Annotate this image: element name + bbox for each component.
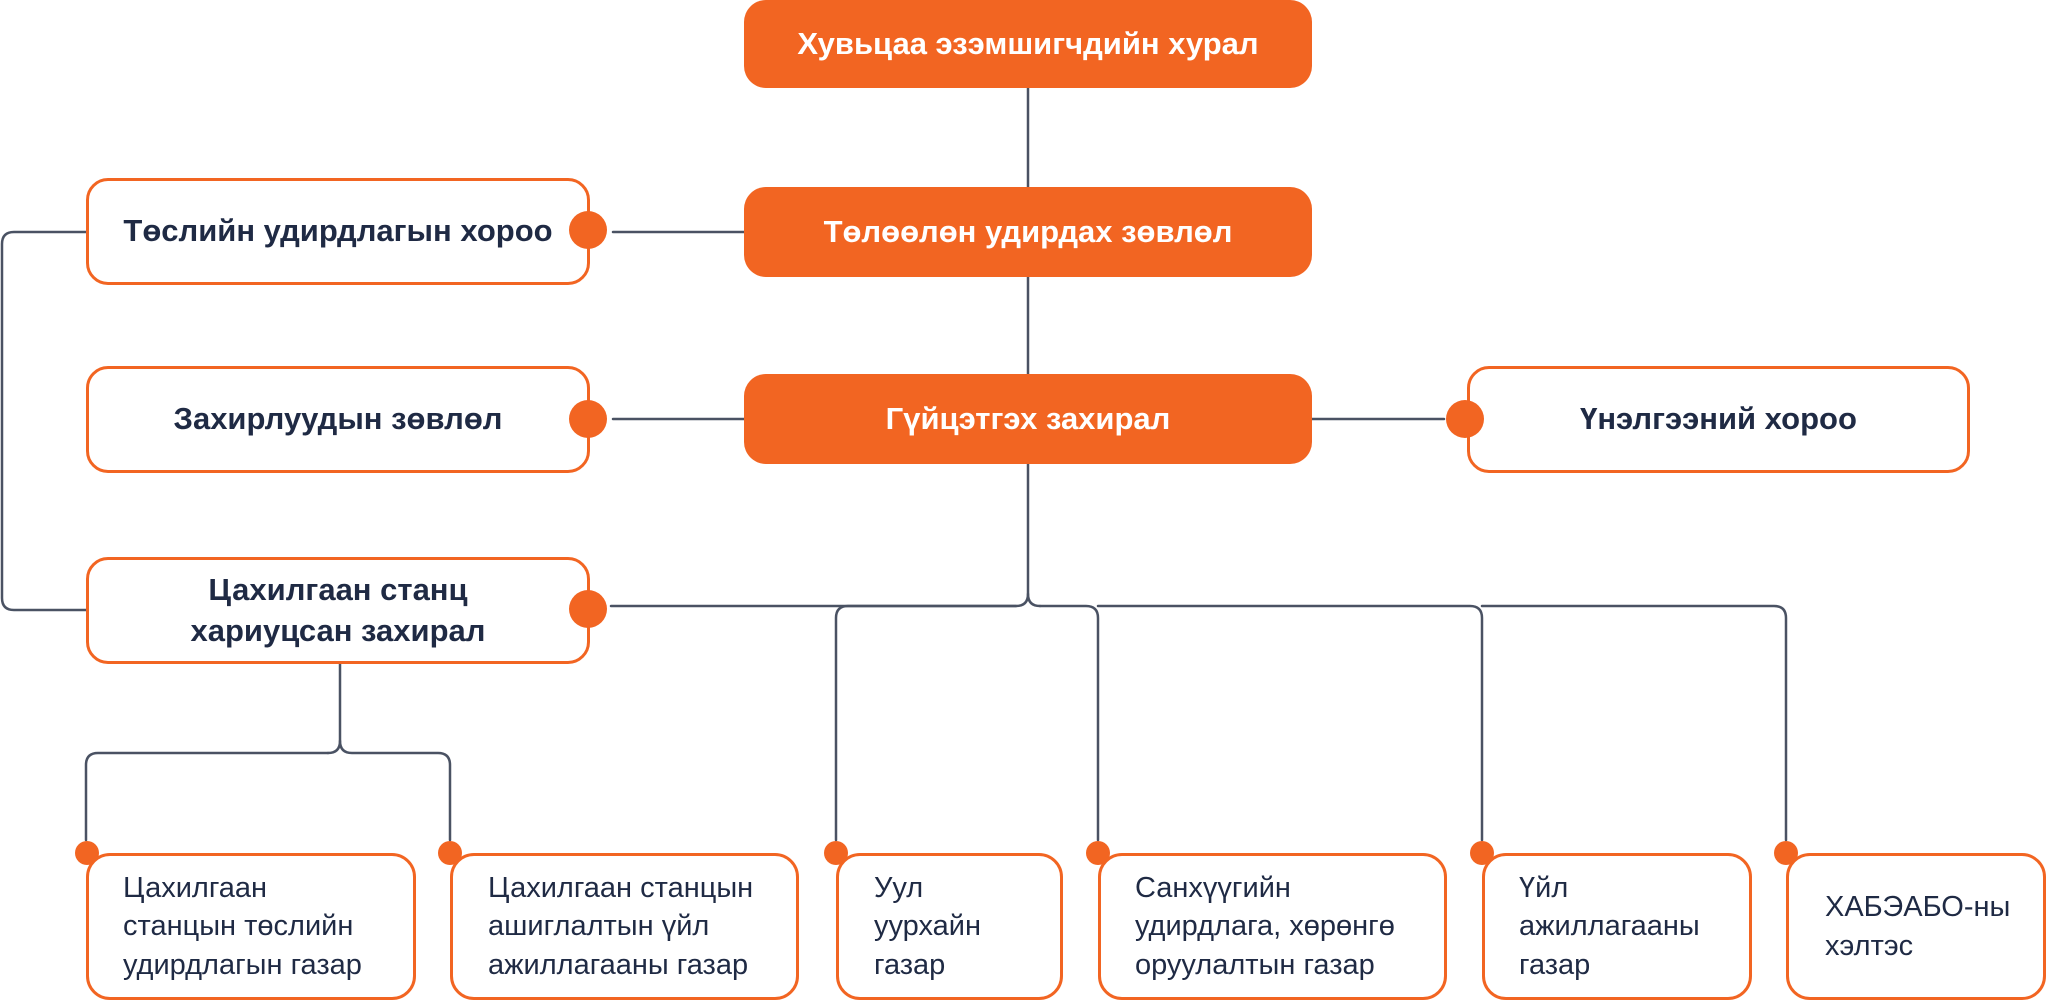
project-committee-label: Төслийн удирдлагын хороо	[123, 213, 553, 249]
plant-director-line-1: Цахилгаан станц	[208, 572, 468, 608]
hse-unit-label: ХАБЭАБО-ны хэлтэс	[1825, 888, 2010, 965]
finance-dept-line-2: удирдлага, хөрөнгө	[1135, 910, 1395, 943]
plant-project-dept-connector-dot	[75, 841, 99, 865]
hse-unit-line-2: хэлтэс	[1825, 929, 1914, 962]
plant-project-dept-line-3: удирдлагын газар	[123, 948, 362, 981]
mining-dept-line-3: газар	[874, 948, 946, 981]
mining-dept-connector-dot	[824, 841, 848, 865]
connector-ceo-plant-director	[609, 592, 1030, 608]
mining-dept-line-1: Уул	[874, 872, 924, 905]
evaluation-committee-connector-dot	[1446, 400, 1484, 438]
operations-dept-label: Үйл ажиллагааны газар	[1519, 869, 1700, 984]
plant-operations-dept-label: Цахилгаан станцын ашиглалтын үйл ажиллаг…	[488, 869, 753, 984]
project-committee-node: Төслийн удирдлагын хороо	[86, 178, 590, 285]
ceo-node: Гүйцэтгэх захирал	[744, 374, 1312, 464]
operations-dept-line-1: Үйл	[1519, 872, 1569, 905]
hse-unit-line-1: ХАБЭАБО-ны	[1825, 891, 2011, 924]
connector-plant-project-dept	[84, 751, 330, 842]
project-committee-connector-dot	[569, 211, 607, 249]
plant-project-dept-label: Цахилгаан станцын төслийн удирдлагын газ…	[123, 869, 362, 984]
mining-dept-line-2: уурхайн	[874, 910, 981, 943]
plant-operations-dept-line-3: ажиллагааны газар	[488, 948, 749, 981]
plant-operations-dept-line-1: Цахилгаан станцын	[488, 872, 754, 905]
finance-dept-line-3: оруулалтын газар	[1135, 948, 1375, 981]
operations-dept-node: Үйл ажиллагааны газар	[1482, 853, 1752, 1000]
shareholders-meeting-node: Хувьцаа эзэмшигчдийн хурал	[744, 0, 1312, 88]
connector-plant-director-down	[326, 662, 342, 755]
directors-council-node: Захирлуудын зөвлөл	[86, 366, 590, 473]
plant-director-connector-dot	[569, 590, 607, 628]
evaluation-committee-label: Үнэлгээний хороо	[1580, 401, 1857, 437]
plant-operations-dept-connector-dot	[438, 841, 462, 865]
operations-dept-line-3: газар	[1519, 948, 1591, 981]
plant-director-label: Цахилгаан станц хариуцсан захирал	[191, 570, 486, 651]
plant-operations-dept-line-2: ашиглалтын үйл	[488, 910, 710, 943]
connector-ceo-hse	[1480, 604, 1788, 842]
board-of-directors-label: Төлөөлөн удирдах зөвлөл	[823, 214, 1233, 249]
connector-ceo-down	[1026, 462, 1042, 608]
mining-dept-node: Уул уурхайн газар	[836, 853, 1063, 1000]
operations-dept-connector-dot	[1470, 841, 1494, 865]
plant-project-dept-node: Цахилгаан станцын төслийн удирдлагын газ…	[86, 853, 416, 1000]
finance-dept-node: Санхүүгийн удирдлага, хөрөнгө оруулалтын…	[1098, 853, 1447, 1000]
finance-dept-connector-dot	[1086, 841, 1110, 865]
plant-director-node: Цахилгаан станц хариуцсан захирал	[86, 557, 590, 664]
connector-plant-operations-dept	[338, 739, 452, 842]
evaluation-committee-node: Үнэлгээний хороо	[1467, 366, 1970, 473]
connector-ceo-operations	[1096, 604, 1484, 842]
shareholders-meeting-label: Хувьцаа эзэмшигчдийн хурал	[797, 26, 1259, 61]
board-of-directors-node: Төлөөлөн удирдах зөвлөл	[744, 187, 1312, 277]
plant-project-dept-line-2: станцын төслийн	[123, 910, 354, 943]
mining-dept-label: Уул уурхайн газар	[874, 869, 981, 984]
hse-unit-connector-dot	[1774, 841, 1798, 865]
finance-dept-line-1: Санхүүгийн	[1135, 872, 1291, 905]
directors-council-label: Захирлуудын зөвлөл	[173, 401, 503, 437]
directors-council-connector-dot	[569, 400, 607, 438]
ceo-label: Гүйцэтгэх захирал	[885, 401, 1171, 436]
connector-ceo-finance	[1038, 604, 1100, 842]
hse-unit-node: ХАБЭАБО-ны хэлтэс	[1786, 853, 2046, 1000]
connector-ceo-mining	[834, 604, 1018, 842]
plant-project-dept-line-1: Цахилгаан	[123, 872, 268, 905]
connector-project-committee-plant-director	[0, 230, 88, 612]
plant-operations-dept-node: Цахилгаан станцын ашиглалтын үйл ажиллаг…	[450, 853, 799, 1000]
finance-dept-label: Санхүүгийн удирдлага, хөрөнгө оруулалтын…	[1135, 869, 1395, 984]
operations-dept-line-2: ажиллагааны	[1519, 910, 1700, 943]
plant-director-line-2: хариуцсан захирал	[190, 612, 486, 648]
